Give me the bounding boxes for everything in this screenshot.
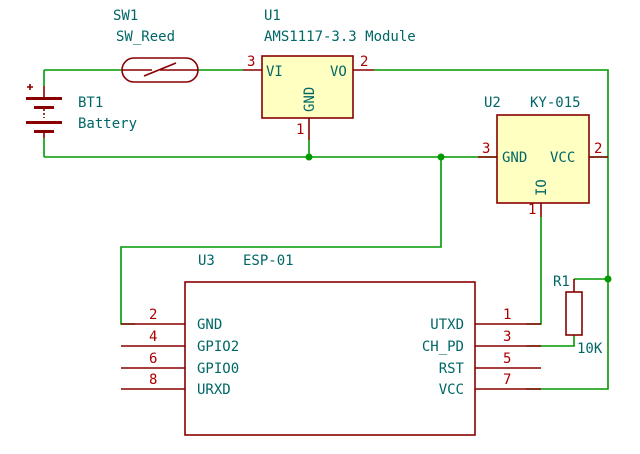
u3-left-pin-name-2: GPIO2 — [197, 339, 239, 355]
u2-pin-io-number: 1 — [528, 202, 536, 218]
u2-pin-io-name: IO — [534, 179, 550, 196]
r1-body — [565, 291, 583, 336]
u1-pin-gnd-name: GND — [302, 87, 318, 112]
u1-value: AMS1117-3.3 Module — [264, 29, 416, 45]
u3-left-pin-name-3: GPIO0 — [197, 361, 239, 377]
r1-ref: R1 — [553, 274, 570, 290]
sensor-u2: 3 2 1 GND VCC IO U2 KY-015 — [478, 95, 608, 218]
u1-pin-vi-name: VI — [266, 64, 283, 80]
u3-left-pin-name-1: GND — [197, 317, 222, 333]
junction-gnd-u3 — [437, 153, 445, 161]
reed-switch-sw1: SW1 SW_Reed — [113, 8, 199, 83]
u3-right-pin-number-3: 5 — [503, 351, 511, 367]
regulator-u1: 3 2 1 VI VO GND U1 AMS1117-3.3 Module — [243, 8, 416, 140]
u3-ref: U3 — [198, 253, 215, 269]
u3-right-pin-number-2: 3 — [503, 329, 511, 345]
u2-ref: U2 — [484, 95, 501, 111]
u3-left-pin-number-1: 2 — [149, 307, 157, 323]
u1-pin-gnd-number: 1 — [296, 122, 304, 138]
battery-cell-plate-short-1 — [34, 106, 54, 109]
u3-left-pin-number-3: 6 — [149, 351, 157, 367]
reed-contact-blade — [143, 62, 177, 77]
u2-pin-vcc-name: VCC — [550, 150, 575, 166]
battery-bt1: BT1 Battery — [26, 84, 137, 138]
u2-value: KY-015 — [530, 95, 581, 111]
u2-pin-gnd-name: GND — [502, 150, 527, 166]
u3-body — [184, 281, 476, 436]
battery-cell-plate-long-2 — [26, 121, 62, 124]
u2-pin-gnd-number: 3 — [482, 141, 490, 157]
u1-pin-vi-number: 3 — [247, 54, 255, 70]
sw1-value: SW_Reed — [116, 29, 175, 45]
u3-left-pin-name-4: URXD — [197, 382, 231, 398]
junction-u1-gnd — [305, 153, 313, 161]
u1-pin-vo-number: 2 — [360, 54, 368, 70]
wire-u1-vo-to-vcc-rail — [374, 69, 609, 390]
u3-right-pin-number-4: 7 — [503, 372, 511, 388]
u3-right-pin-name-2: CH_PD — [422, 339, 464, 355]
u3-right-pin-name-3: RST — [439, 361, 465, 377]
u2-pin-vcc-number: 2 — [594, 141, 602, 157]
resistor-r1: R1 10K — [553, 274, 603, 357]
u3-right-pin-number-1: 1 — [503, 307, 511, 323]
junction-vcc-r1 — [604, 275, 612, 283]
u1-pin-vo-name: VO — [330, 64, 347, 80]
module-u3: U3 ESP-01 2 4 6 8 GND GPIO2 GPIO0 URXD 1… — [121, 253, 541, 436]
u2-body — [496, 114, 590, 204]
wire-u2-io-to-u3-utxd — [526, 217, 542, 325]
u3-right-pin-name-4: VCC — [439, 382, 464, 398]
wire-r1-to-ch-pd — [526, 335, 575, 347]
u3-left-pin-number-4: 8 — [149, 372, 157, 388]
bt1-value: Battery — [78, 116, 137, 132]
u1-ref: U1 — [264, 8, 281, 24]
bt1-ref: BT1 — [78, 95, 103, 111]
battery-cell-plate-long-1 — [26, 97, 62, 100]
battery-cell-plate-short-2 — [34, 130, 54, 133]
r1-value: 10K — [577, 341, 603, 357]
sw1-ref: SW1 — [113, 8, 138, 24]
u3-right-pin-name-1: UTXD — [430, 317, 464, 333]
battery-plus-sign — [27, 84, 33, 90]
u1-body — [261, 55, 354, 119]
u3-left-pin-number-2: 4 — [149, 329, 157, 345]
wire-gnd-to-u3-gnd — [120, 157, 442, 325]
u3-value: ESP-01 — [243, 253, 294, 269]
